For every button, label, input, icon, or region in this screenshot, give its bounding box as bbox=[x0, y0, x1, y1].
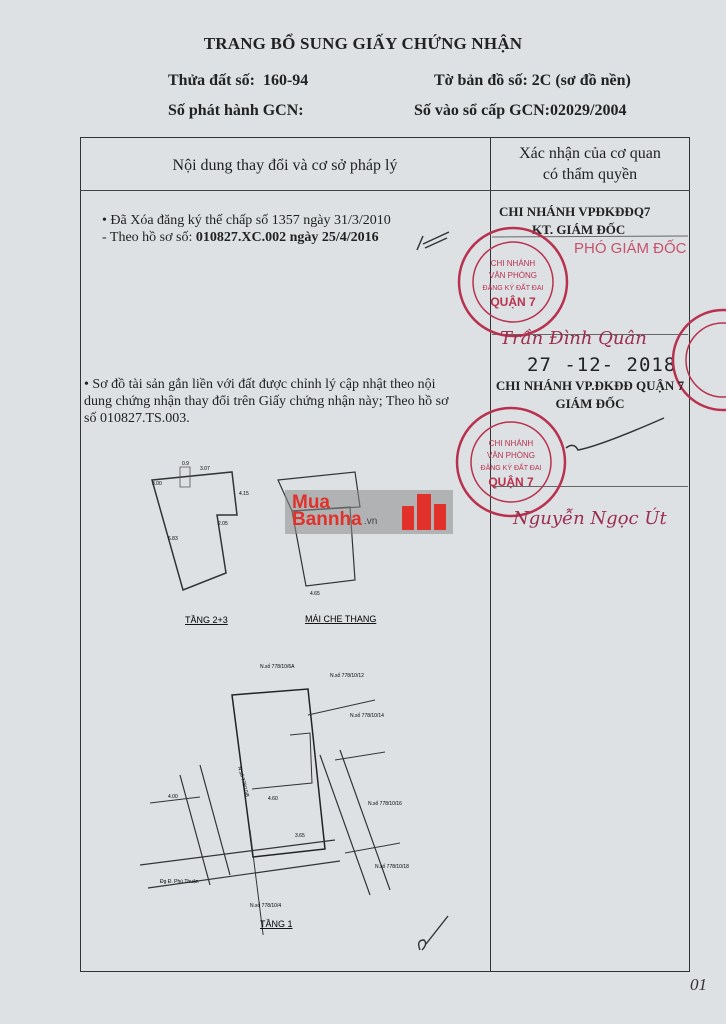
column-header-authority-line1: Xác nhận của cơ quan bbox=[519, 145, 661, 162]
entry-1-line2-prefix: - Theo hồ sơ số: bbox=[102, 230, 196, 245]
watermark-line2: Bannha bbox=[292, 509, 362, 530]
entry-1-line1: • Đã Xóa đăng ký thế chấp số 1357 ngày 3… bbox=[102, 213, 391, 228]
table-frame bbox=[80, 137, 690, 972]
entry-2-authority: CHI NHÁNH VP.ĐKĐĐ QUẬN 7 bbox=[495, 378, 685, 393]
entry-2-signer: Nguyễn Ngọc Út bbox=[513, 508, 667, 529]
map-sheet-value: 2C (sơ đồ nền) bbox=[531, 72, 631, 89]
register-label: Số vào sổ cấp GCN: bbox=[414, 102, 551, 119]
neighbor-label: N.số 778/10/6A bbox=[260, 664, 295, 670]
issue-number: Số phát hành GCN: bbox=[168, 102, 304, 120]
dimension-label: 6.83 bbox=[168, 536, 178, 542]
floor-plan-drawings: N.số 778/10/6A N.số 778/10/12 N.số 778/1… bbox=[140, 461, 409, 935]
dimension-label: 2.05 bbox=[218, 521, 228, 527]
entry-1-date-stamp: 27 -12- 2018 bbox=[527, 354, 677, 376]
building-logo-icon bbox=[402, 494, 446, 530]
header-divider bbox=[80, 190, 690, 191]
initials-mark bbox=[417, 915, 449, 951]
entry-2-line1: • Sơ đồ tài sản gắn liền với đất được ch… bbox=[84, 377, 436, 392]
seal-line-2: VĂN PHÒNG bbox=[487, 451, 535, 460]
seal-line-4: QUẬN 7 bbox=[488, 474, 534, 489]
checkmark-icon bbox=[416, 231, 450, 251]
parcel-value: 160-94 bbox=[262, 72, 309, 89]
document-title: TRANG BỔ SUNG GIẤY CHỨNG NHẬN bbox=[203, 34, 523, 53]
watermark-suffix: .vn bbox=[364, 516, 378, 527]
map-sheet: Tờ bản đồ số: 2C (sơ đồ nền) bbox=[434, 72, 631, 90]
neighbor-label: N.số 778/10/12 bbox=[330, 673, 364, 679]
entry-1-signer: Trần Đình Quân bbox=[500, 328, 647, 349]
watermark-logo: Mua Bannha bbox=[292, 492, 362, 530]
seal-line-1: CHI NHÁNH bbox=[491, 259, 536, 268]
dimension-label: 3.00 bbox=[152, 481, 162, 487]
dimension-label: 3.65 bbox=[295, 833, 305, 839]
parcel-label: Thửa đất số: bbox=[168, 72, 255, 89]
row-divider bbox=[492, 334, 688, 335]
page-number: 01 bbox=[690, 975, 707, 994]
entry-2-line2: dung chứng nhận thay đổi trên Giấy chứng… bbox=[84, 394, 449, 409]
entry-2-line3: số 010827.TS.003. bbox=[84, 411, 190, 426]
floor-1-label: TẦNG 1 bbox=[260, 919, 293, 929]
neighbor-label: N.số 778/10/8 bbox=[236, 766, 250, 798]
seal-line-3: ĐĂNG KÝ ĐẤT ĐAI bbox=[483, 282, 544, 292]
seal-line-3: ĐĂNG KÝ ĐẤT ĐAI bbox=[481, 462, 542, 472]
floor-2-3-label: TẦNG 2+3 bbox=[185, 615, 228, 625]
dimension-label: 4.65 bbox=[310, 591, 320, 597]
map-sheet-label: Tờ bản đồ số: bbox=[434, 72, 528, 89]
entry-1-title-typed: KT. GIÁM ĐỐC bbox=[532, 222, 626, 237]
official-seal: CHI NHÁNH VĂN PHÒNG ĐĂNG KÝ ĐẤT ĐAI QUẬN… bbox=[455, 406, 567, 518]
signature-stroke bbox=[565, 417, 665, 451]
register-value: 02029/2004 bbox=[550, 102, 627, 119]
entry-2-text: • Sơ đồ tài sản gắn liền với đất được ch… bbox=[84, 376, 448, 427]
seal-line-2: VĂN PHÒNG bbox=[489, 271, 537, 280]
roof-stair-label: MÁI CHE THANG bbox=[305, 614, 376, 624]
column-header-authority-line2: có thẩm quyền bbox=[542, 166, 638, 183]
column-header-authority: Xác nhận của cơ quan có thẩm quyền bbox=[492, 143, 688, 185]
neighbor-label: N.số 778/10/16 bbox=[368, 801, 402, 807]
watermark-line1: Mua bbox=[292, 492, 330, 513]
entry-1-authority: CHI NHÁNH VPĐKĐĐQ7 bbox=[499, 204, 651, 219]
neighbor-label: N.số 778/10/14 bbox=[350, 713, 384, 719]
column-divider bbox=[490, 137, 491, 972]
dimension-label: 4.60 bbox=[268, 796, 278, 802]
official-seal-partial bbox=[671, 308, 726, 412]
row-divider bbox=[492, 486, 688, 487]
parcel-number: Thửa đất số: 160-94 bbox=[168, 72, 308, 90]
entry-1-text: • Đã Xóa đăng ký thế chấp số 1357 ngày 3… bbox=[102, 212, 391, 246]
dimension-label: 4.15 bbox=[239, 491, 249, 497]
issue-number-label: Số phát hành GCN: bbox=[168, 102, 304, 119]
column-header-changes: Nội dung thay đổi và cơ sở pháp lý bbox=[172, 157, 398, 174]
entry-2-title-typed: GIÁM ĐỐC bbox=[555, 396, 625, 411]
street-label: Đg Đ. Phú Thuận bbox=[160, 879, 199, 885]
seal-line-4: QUẬN 7 bbox=[490, 294, 536, 309]
entry-1-line2: - Theo hồ sơ số: 010827.XC.002 ngày 25/4… bbox=[102, 229, 391, 246]
register-number: Số vào sổ cấp GCN:02029/2004 bbox=[414, 102, 626, 120]
dimension-label: 4.00 bbox=[168, 794, 178, 800]
entry-1-title-stamp: PHÓ GIÁM ĐỐC bbox=[574, 240, 687, 257]
entry-1-file-number: 010827.XC.002 ngày 25/4/2016 bbox=[195, 230, 379, 245]
official-seal: CHI NHÁNH VĂN PHÒNG ĐĂNG KÝ ĐẤT ĐAI QUẬN… bbox=[457, 226, 569, 338]
neighbor-label: N.số 778/10/4 bbox=[250, 903, 281, 909]
seal-line-1: CHI NHÁNH bbox=[489, 439, 534, 448]
neighbor-label: N.số 778/10/18 bbox=[375, 864, 409, 870]
dimension-label: 0.9 bbox=[182, 461, 189, 467]
dimension-label: 3.07 bbox=[200, 466, 210, 472]
